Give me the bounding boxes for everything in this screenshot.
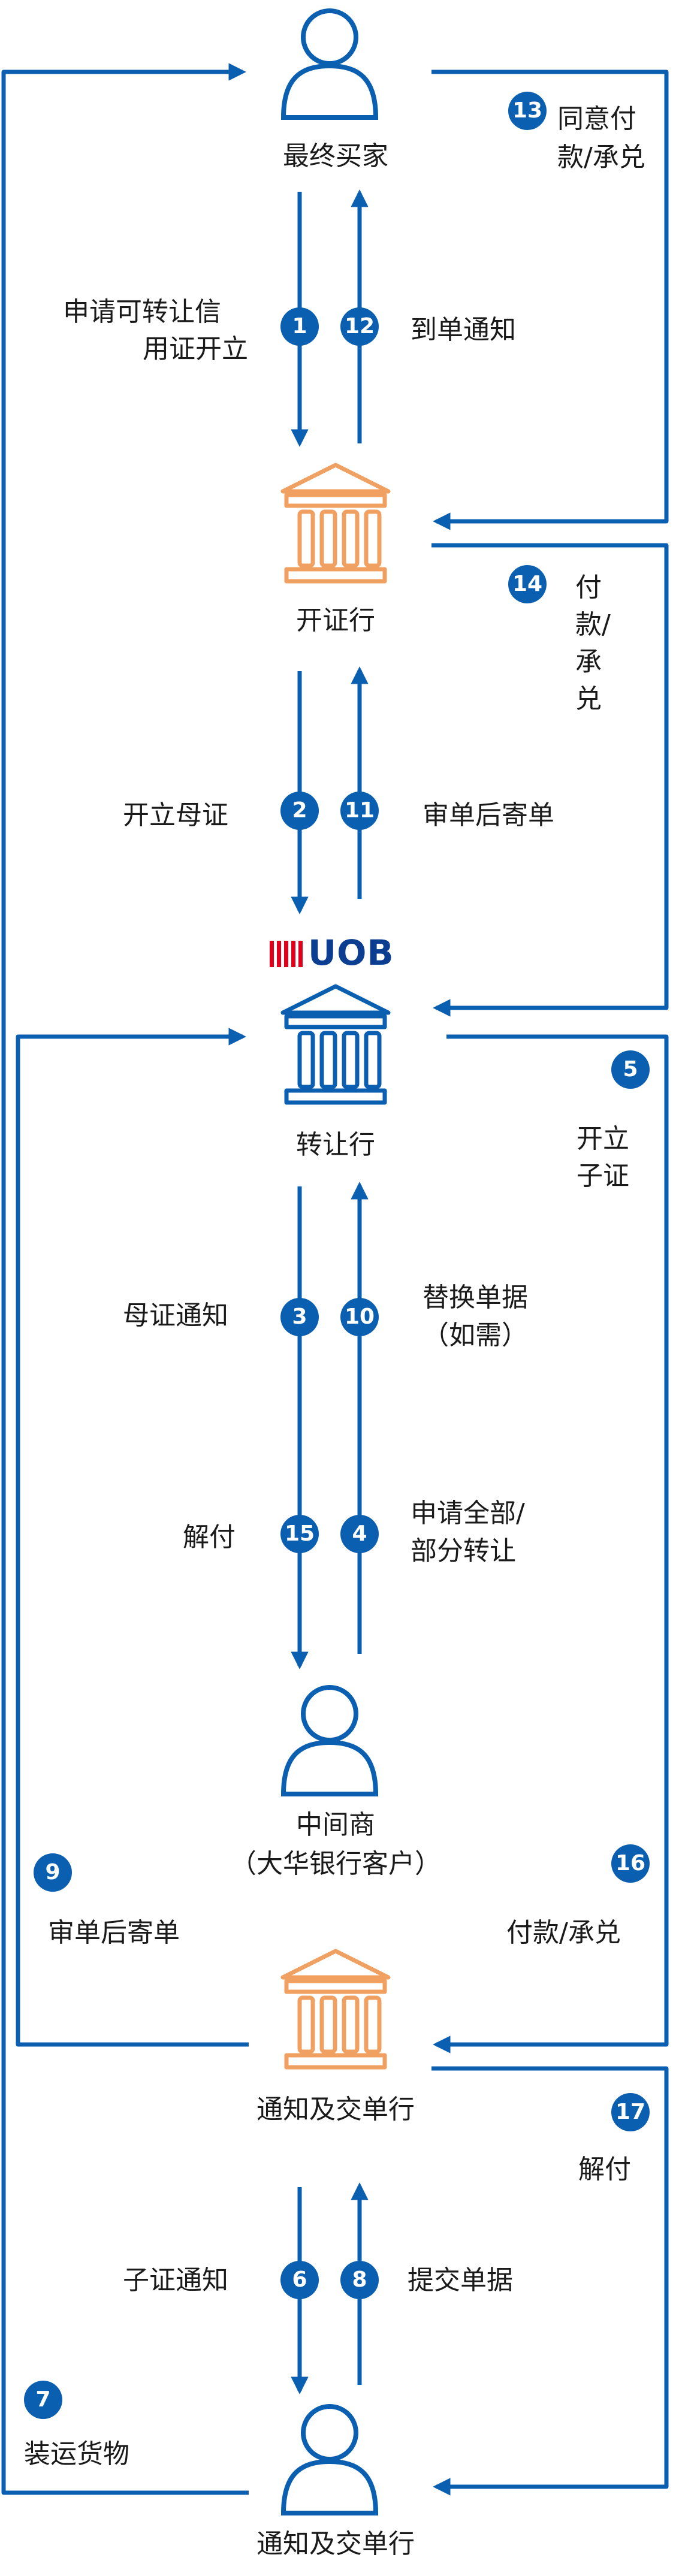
- step-11-label: 审单后寄单: [422, 800, 554, 831]
- step-badge-14: 14: [508, 565, 547, 603]
- advising-bank-icon: [280, 1949, 391, 2070]
- transferring-bank-icon: [280, 984, 391, 1105]
- step-badge-3: 3: [280, 1298, 319, 1336]
- step-2-label: 开立母证: [123, 800, 228, 831]
- step-badge-12: 12: [340, 307, 379, 346]
- step-badge-15: 15: [280, 1515, 319, 1553]
- step-badge-16: 16: [611, 1844, 650, 1883]
- uob-logo-mark: [270, 941, 303, 967]
- step-14-label-line3: 承: [575, 647, 602, 677]
- step-badge-2: 2: [280, 792, 319, 830]
- step-14-label-line1: 付: [575, 572, 602, 603]
- step-14-label-line4: 兑: [575, 684, 602, 714]
- step-13-label-line1: 同意付: [557, 104, 636, 134]
- step-9-label: 审单后寄单: [48, 1917, 180, 1948]
- step-13-label-line2: 款/承兑: [557, 142, 645, 173]
- arrow-step-14: [431, 543, 669, 1017]
- step-4-label-line1: 申请全部/: [411, 1498, 525, 1529]
- step-14-label-line2: 款/: [575, 609, 611, 640]
- intermediary-sublabel: （大华银行客户）: [230, 1849, 441, 1879]
- step-badge-6: 6: [280, 2261, 319, 2299]
- step-1-label-line2: 用证开立: [143, 334, 248, 364]
- step-17-label: 解付: [578, 2154, 631, 2185]
- step-badge-10: 10: [340, 1298, 379, 1336]
- arrow-step-5: [433, 1034, 669, 2053]
- step-badge-7: 7: [24, 2381, 62, 2419]
- step-1-label-line1: 申请可转让信: [63, 297, 221, 327]
- transferring-bank-label: 转让行: [296, 1130, 375, 1160]
- step-5-label-line1: 开立: [577, 1124, 629, 1154]
- step-3-label: 母证通知: [123, 1300, 228, 1331]
- buyer-label: 最终买家: [283, 141, 388, 171]
- step-16-label: 付款/承兑: [506, 1917, 621, 1948]
- step-10-label-line2: （如需）: [422, 1320, 528, 1351]
- step-badge-5: 5: [611, 1050, 650, 1089]
- step-badge-4: 4: [340, 1515, 379, 1553]
- issuing-bank-icon: [280, 463, 391, 584]
- advising-bank-label: 通知及交单行: [256, 2094, 415, 2125]
- step-badge-13: 13: [508, 92, 547, 130]
- step-4-label-line2: 部分转让: [411, 1536, 516, 1566]
- supplier-person-icon: [280, 2404, 379, 2515]
- step-badge-9: 9: [34, 1853, 72, 1892]
- step-badge-17: 17: [611, 2093, 650, 2131]
- step-badge-1: 1: [280, 307, 319, 346]
- step-15-label: 解付: [183, 1522, 236, 1553]
- intermediary-label: 中间商: [296, 1810, 375, 1840]
- uob-logo: UOB: [270, 932, 394, 974]
- arrow-step-9: [16, 1028, 249, 2047]
- step-badge-8: 8: [340, 2261, 379, 2299]
- step-7-label: 装运货物: [24, 2439, 129, 2469]
- issuing-bank-label: 开证行: [296, 605, 375, 636]
- arrow-step-16-17: [431, 2066, 669, 2496]
- intermediary-person-icon: [280, 1685, 379, 1796]
- arrow-step-13: [431, 70, 669, 530]
- step-12-label: 到单通知: [411, 315, 516, 345]
- buyer-person-icon: [280, 8, 379, 120]
- step-badge-11: 11: [340, 792, 379, 830]
- arrow-step-7: [1, 63, 249, 2495]
- supplier-label: 通知及交单行: [256, 2529, 415, 2559]
- step-10-label-line1: 替换单据: [422, 1282, 528, 1313]
- step-5-label-line2: 子证: [577, 1161, 629, 1191]
- step-8-label: 提交单据: [408, 2265, 513, 2296]
- step-6-label: 子证通知: [123, 2265, 228, 2296]
